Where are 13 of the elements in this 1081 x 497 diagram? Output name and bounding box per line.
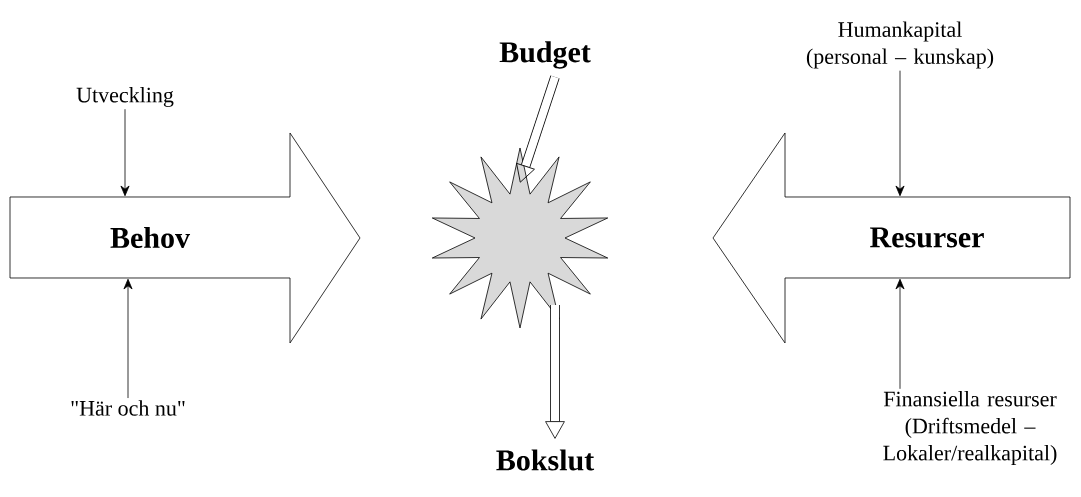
arrow xyxy=(516,75,560,183)
label-text: Budget xyxy=(499,41,591,69)
label-text: Finansiella resurser (Driftsmedel – Lokaler/realkapital) xyxy=(883,391,1057,465)
arrow xyxy=(895,278,905,390)
label-text: Bokslut xyxy=(496,449,595,471)
starburst xyxy=(431,147,609,329)
arrow xyxy=(120,108,130,197)
arrow xyxy=(545,305,565,439)
arrow xyxy=(123,278,133,399)
label-text: "Här och nu" xyxy=(71,400,185,416)
label-text: Utveckling xyxy=(76,87,174,107)
arrow xyxy=(895,70,905,197)
label-text: Humankapital (personal – kunskap) xyxy=(806,21,994,69)
